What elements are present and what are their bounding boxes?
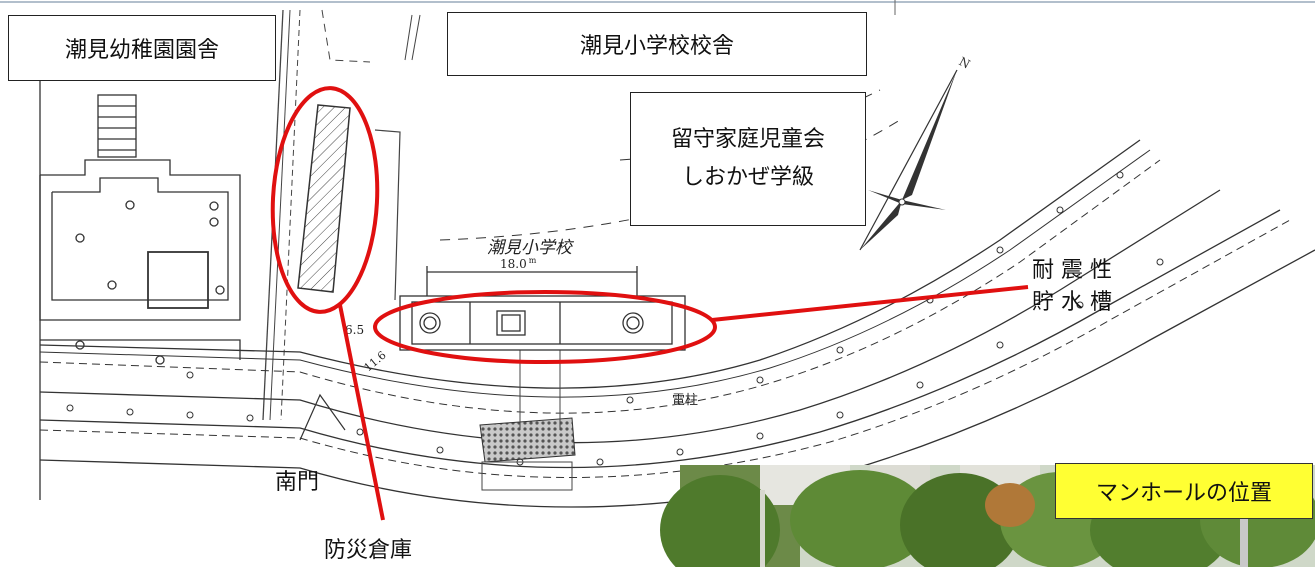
storehouse-shape — [297, 104, 351, 293]
after-school-label: 留守家庭児童会 しおかぜ学級 — [630, 92, 866, 226]
school-name-drawing: 潮見小学校 — [487, 238, 575, 258]
water-tank-highlight — [373, 290, 717, 364]
road-markers — [66, 171, 1164, 466]
storehouse-pointer — [338, 304, 385, 521]
north-compass: N — [859, 54, 973, 251]
manhole-frame — [481, 461, 573, 491]
south-gate-label: 南門 — [275, 464, 319, 496]
storehouse-text: 防災倉庫 — [324, 538, 413, 563]
kindergarten-building-text: 潮見幼稚園園舎 — [64, 38, 219, 63]
elementary-building-text: 潮見小学校校舎 — [579, 34, 734, 59]
storehouse-lot — [374, 129, 401, 301]
kindergarten-building-label: 潮見幼稚園園舎 — [8, 15, 276, 81]
after-school-line-1: 留守家庭児童会 — [670, 126, 825, 152]
kindergarten-grounds — [39, 60, 241, 500]
dimension-6-5: 6.5 — [345, 323, 364, 337]
south-gate-marker — [299, 393, 346, 441]
water-tank-line-1: 耐 震 性 — [1032, 258, 1112, 283]
north-compass-letter: N — [957, 54, 973, 71]
water-tank-pointer — [711, 285, 1029, 322]
water-tank-shape — [399, 266, 686, 351]
manhole-cover-area — [479, 417, 576, 463]
water-tank-line-2: 貯 水 槽 — [1032, 289, 1112, 315]
courtyard-square — [147, 251, 209, 309]
vertical-roadway — [262, 9, 421, 421]
water-tank-label: 耐 震 性 貯 水 槽 — [1032, 255, 1112, 319]
storehouse-highlight — [270, 86, 380, 314]
elementary-building-label: 潮見小学校校舎 — [447, 12, 867, 76]
pole-label: 電柱 — [672, 393, 698, 408]
manhole-position-label: マンホールの位置 — [1055, 463, 1313, 519]
after-school-line-2: しおかぜ学級 — [681, 165, 814, 190]
south-gate-text: 南門 — [275, 470, 320, 495]
staircase — [97, 94, 137, 158]
manhole-position-text: マンホールの位置 — [1095, 481, 1272, 506]
red-highlights — [270, 86, 1029, 521]
storehouse-label: 防災倉庫 — [324, 532, 412, 564]
